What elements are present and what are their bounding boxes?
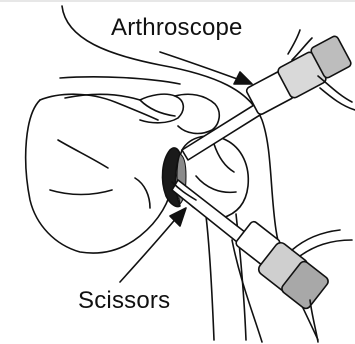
scissors-label: Scissors	[78, 287, 170, 315]
scissors-instrument	[172, 180, 352, 342]
scapula	[26, 94, 172, 253]
scissors-arrow	[120, 208, 186, 282]
arthroscope-instrument	[182, 30, 355, 160]
back-contour	[60, 77, 180, 84]
arthroscope-label: Arthroscope	[111, 14, 243, 42]
